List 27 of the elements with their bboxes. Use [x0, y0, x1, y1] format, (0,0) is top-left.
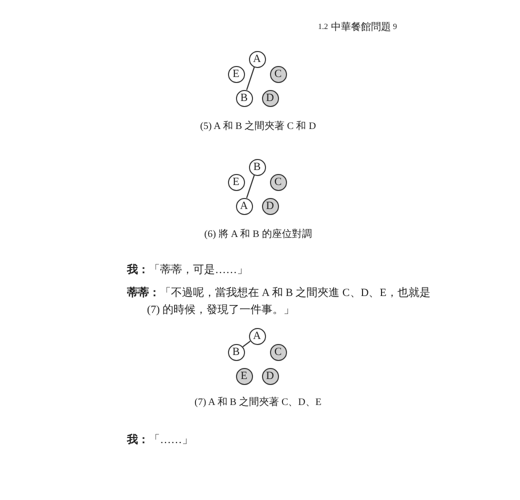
- seat-circle: B: [248, 158, 266, 176]
- shaded-seat-circle: D: [262, 368, 278, 384]
- section-number: 1.2: [318, 21, 328, 32]
- shaded-seat-circle: C: [270, 344, 286, 360]
- page-number: 9: [393, 21, 397, 32]
- figure-caption: (5) A 和 B 之間夾著 C 和 D: [200, 120, 316, 134]
- shaded-seat-circle: D: [262, 90, 278, 106]
- connecting-line: [242, 340, 251, 348]
- seat-circle: A: [248, 50, 266, 68]
- connecting-line: [246, 174, 255, 198]
- figure-caption: (6) 將 A 和 B 的座位對調: [204, 228, 312, 242]
- seat-circle: B: [236, 90, 252, 106]
- running-header: 中華餐館問題: [331, 21, 391, 35]
- dialogue-paragraph: 蒂蒂：「不過呢，當我想在 A 和 B 之間夾進 C、D、E，也就是 (7) 的時候，發現了一件事。」: [127, 286, 432, 318]
- figure-caption: (7) A 和 B 之間夾著 C、D、E: [194, 396, 322, 410]
- seat-circle: E: [228, 174, 244, 190]
- seat-circle: B: [228, 344, 244, 360]
- dialogue-line: 我：「……」: [127, 432, 194, 448]
- shaded-seat-circle: D: [262, 198, 278, 214]
- shaded-seat-circle: C: [270, 174, 286, 190]
- shaded-seat-circle: C: [270, 66, 286, 82]
- dialogue-line: 我：「蒂蒂，可是……」: [127, 262, 249, 278]
- seat-circle: E: [228, 66, 244, 82]
- connecting-line: [246, 66, 255, 90]
- shaded-seat-circle: E: [236, 368, 252, 384]
- seat-circle: A: [248, 328, 266, 344]
- seat-circle: A: [236, 198, 252, 214]
